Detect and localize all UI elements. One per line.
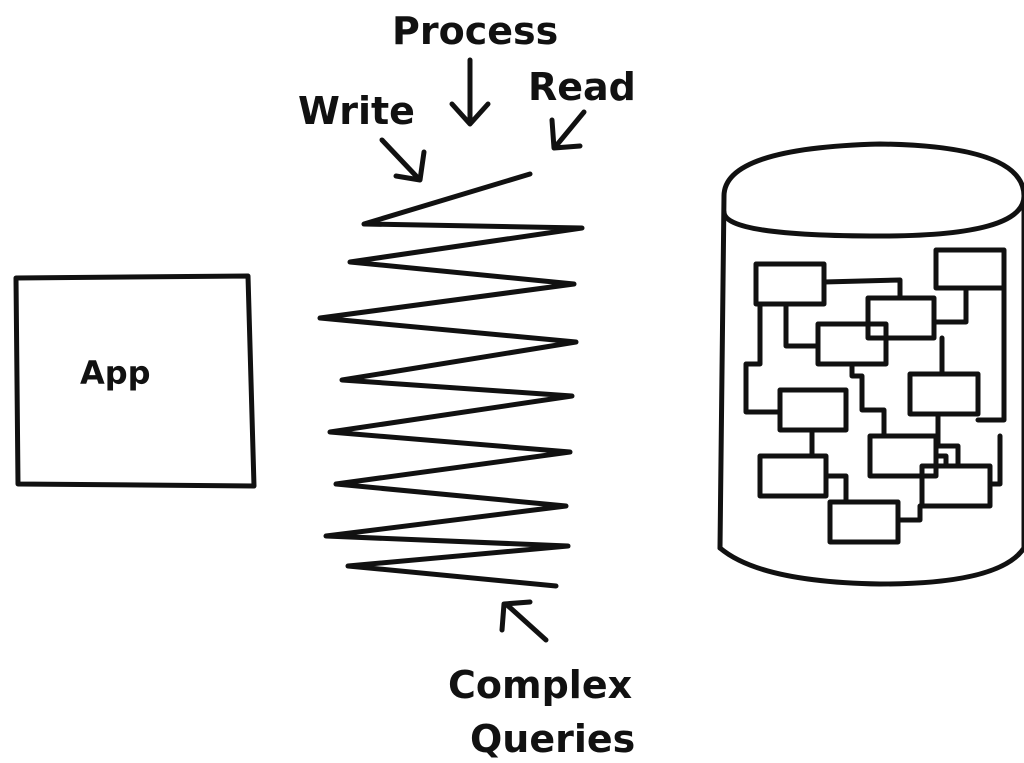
app-label: App: [80, 354, 151, 392]
process-arrow-icon: [449, 57, 491, 127]
app-box: [13, 273, 257, 489]
process-label: Process: [392, 9, 558, 53]
table-box: [815, 321, 889, 367]
table-box: [777, 387, 849, 433]
table-box: [827, 499, 901, 545]
read-arrow-icon: [549, 109, 587, 151]
table-box: [865, 295, 937, 341]
table-box: [753, 261, 827, 307]
database-icon: [717, 141, 1024, 587]
table-box: [933, 247, 1007, 291]
write-label: Write: [298, 89, 415, 133]
database-relations: [743, 273, 1007, 523]
table-box: [907, 371, 981, 417]
table-box: [757, 453, 829, 499]
complex-label: Complex: [448, 663, 632, 707]
complex-queries-arrow-icon: [499, 599, 549, 643]
table-box: [867, 433, 939, 479]
queries-label: Queries: [470, 717, 635, 761]
table-box: [919, 463, 993, 509]
write-arrow-icon: [379, 137, 427, 183]
read-label: Read: [528, 65, 636, 109]
zigzag-requests: [317, 171, 585, 589]
